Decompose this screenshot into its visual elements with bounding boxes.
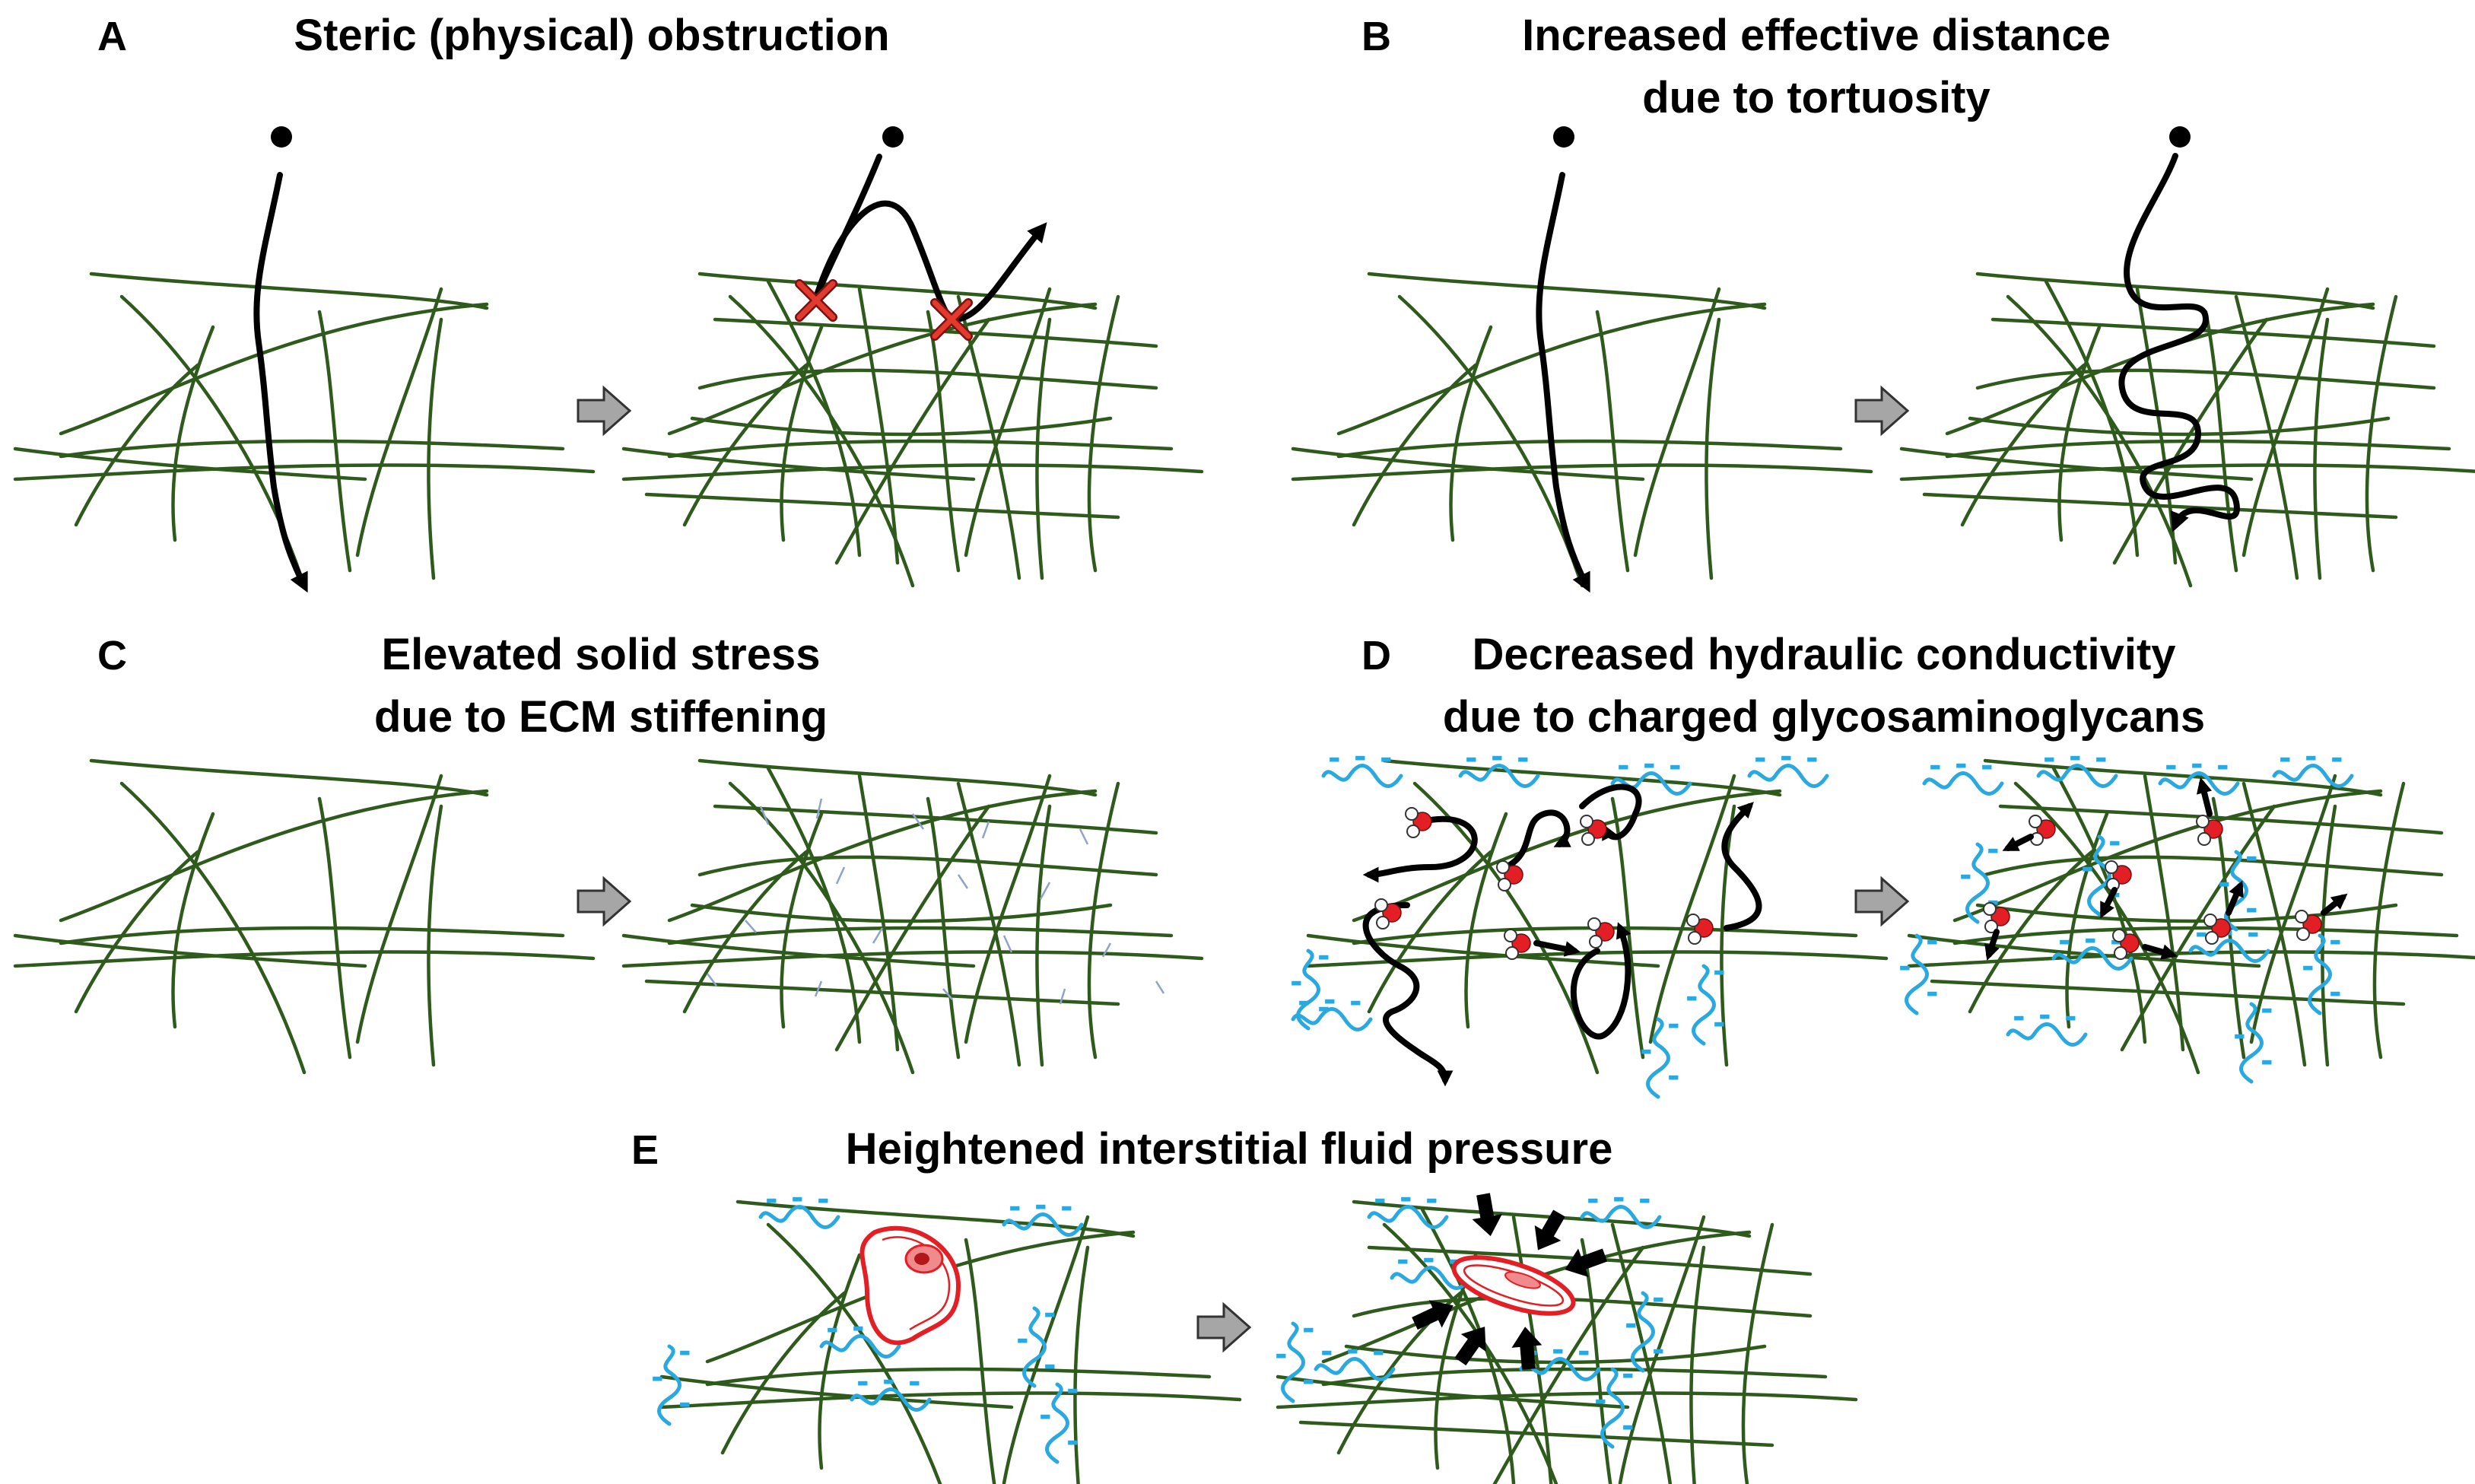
crosslinks: [707, 798, 1165, 1005]
pressure-arrow-icon: [1468, 1191, 1506, 1239]
panel-title: Elevated solid stress: [381, 630, 820, 679]
particle-dot-icon: [2169, 126, 2191, 148]
fiber-mesh-before: [15, 761, 593, 1072]
fiber-mesh-before: [15, 274, 593, 586]
panel-title: due to charged glycosaminoglycans: [1443, 692, 2205, 742]
fiber-mesh-before: [1293, 274, 1871, 586]
panel-title: Decreased hydraulic conductivity: [1472, 630, 2175, 679]
panel-title: Heightened interstitial fluid pressure: [846, 1124, 1613, 1174]
panel-title: due to ECM stiffening: [374, 692, 828, 742]
panel-a: A Steric (physical) obstruction: [15, 11, 1202, 593]
transition-arrow-icon: [1196, 1303, 1251, 1352]
panel-c: C Elevated solid stress due to ECM stiff…: [15, 630, 1202, 1072]
transition-arrow-icon: [577, 877, 631, 926]
panel-letter: D: [1361, 633, 1391, 678]
transition-arrow-icon: [1854, 877, 1909, 926]
fiber-mesh-after: [1902, 274, 2475, 586]
panel-b: B Increased effective distance due to to…: [1293, 11, 2475, 593]
panel-letter: E: [631, 1127, 659, 1173]
panel-d: D Decreased hydraulic conductivity due t…: [1290, 630, 2475, 1097]
tortuous-path: [2118, 153, 2240, 532]
transition-arrow-icon: [1854, 386, 1909, 435]
tumor-cell-icon: [859, 1225, 961, 1346]
panel-e: E Heightened interstitial fluid pressure: [631, 1124, 1856, 1484]
panel-letter: C: [97, 633, 127, 678]
particle-path: [253, 172, 308, 593]
gag-mesh-before: [651, 1181, 1240, 1484]
water-motion-paths: [1362, 783, 1762, 1087]
particle-dot-icon: [271, 126, 292, 148]
panel-title: Steric (physical) obstruction: [294, 11, 889, 60]
panel-letter: B: [1361, 14, 1391, 59]
panel-title: due to tortuosity: [1642, 73, 1990, 122]
panel-title: Increased effective distance: [1522, 11, 2111, 60]
fiber-mesh-after: [624, 274, 1202, 586]
particle-dot-icon: [1553, 126, 1574, 148]
pressure-arrow-icon: [1524, 1206, 1573, 1258]
rerouted-path: [815, 200, 1047, 323]
fiber-mesh-after: [624, 761, 1202, 1072]
particle-path: [1536, 172, 1590, 593]
panel-letter: A: [97, 14, 127, 59]
water-molecules-restricted: [1983, 777, 2348, 961]
gag-mesh-after: [1275, 1181, 1856, 1484]
compressed-cell-icon: [1451, 1255, 1576, 1316]
transition-arrow-icon: [577, 386, 631, 435]
particle-dot-icon: [882, 126, 904, 148]
